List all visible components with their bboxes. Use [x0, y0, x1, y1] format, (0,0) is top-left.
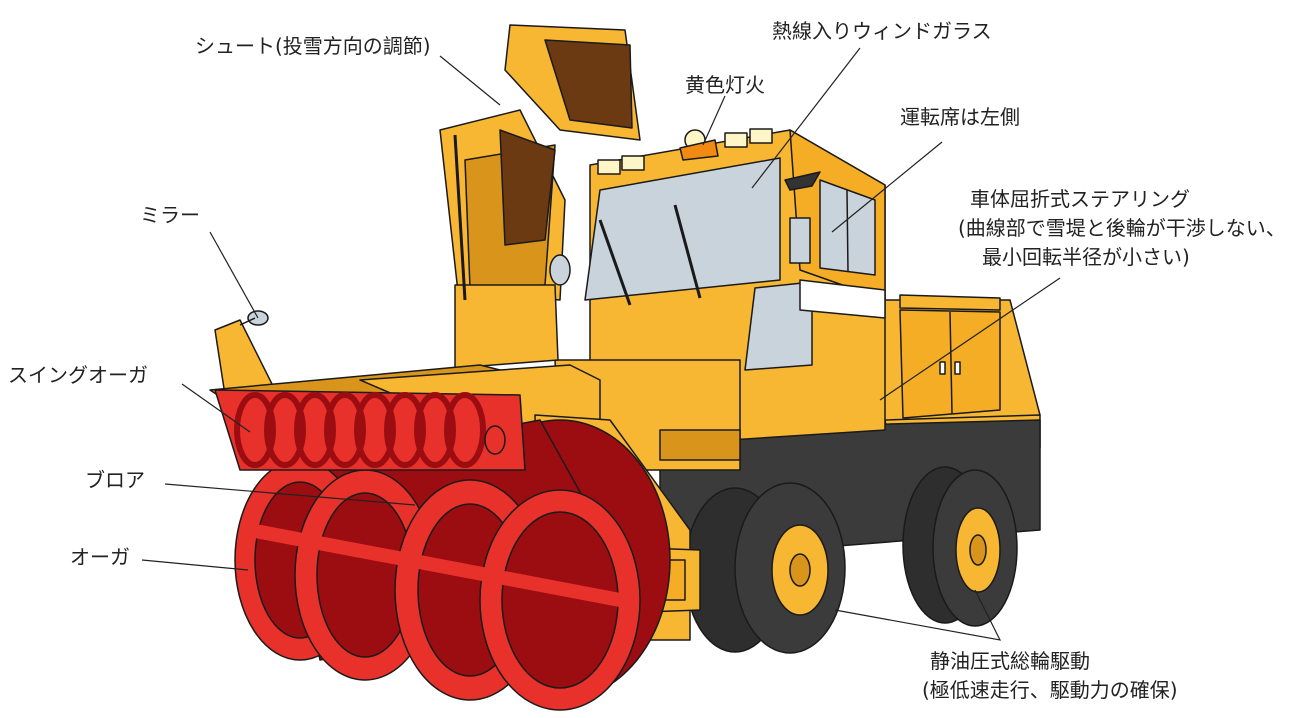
label-swing-auger: スイングオーガ: [8, 363, 148, 387]
leader-driver-seat: [831, 141, 943, 233]
label-auger: オーガ: [70, 545, 130, 569]
label-lamp: 黄色灯火: [685, 73, 765, 97]
leader-drive: [834, 589, 1002, 641]
leader-swing-auger: [181, 383, 251, 433]
label-chute: シュート(投雪方向の調節): [195, 34, 431, 58]
rear-wheels: [902, 466, 1018, 627]
leader-lines: [141, 47, 1061, 641]
label-drive-2: (極低速走行、駆動力の確保): [922, 678, 1178, 702]
label-steering-1: 車体屈折式ステアリング: [970, 187, 1190, 211]
label-drive-1: 静油圧式総輪駆動: [930, 649, 1090, 673]
swing-auger: [214, 389, 526, 471]
label-steering-3: 最小回転半径が小さい): [982, 245, 1190, 269]
leader-auger: [141, 559, 249, 571]
chute: [439, 24, 641, 369]
label-steering-2: (曲線部で雪堤と後輪が干渉しない、: [958, 216, 1286, 240]
auger: [234, 459, 641, 711]
label-window: 熱線入りウィンドガラス: [772, 19, 992, 43]
leader-chute: [439, 55, 501, 106]
leader-mirror: [209, 231, 259, 319]
leader-blower: [164, 483, 416, 506]
leader-window: [751, 47, 861, 189]
mirror-arm: [214, 310, 276, 396]
label-driver-seat: 運転席は左側: [900, 105, 1020, 129]
leader-lamp: [702, 95, 726, 146]
front-wheels: [684, 482, 846, 654]
leader-steering: [879, 277, 1061, 401]
label-blower: ブロア: [85, 468, 145, 492]
label-mirror: ミラー: [140, 203, 200, 227]
